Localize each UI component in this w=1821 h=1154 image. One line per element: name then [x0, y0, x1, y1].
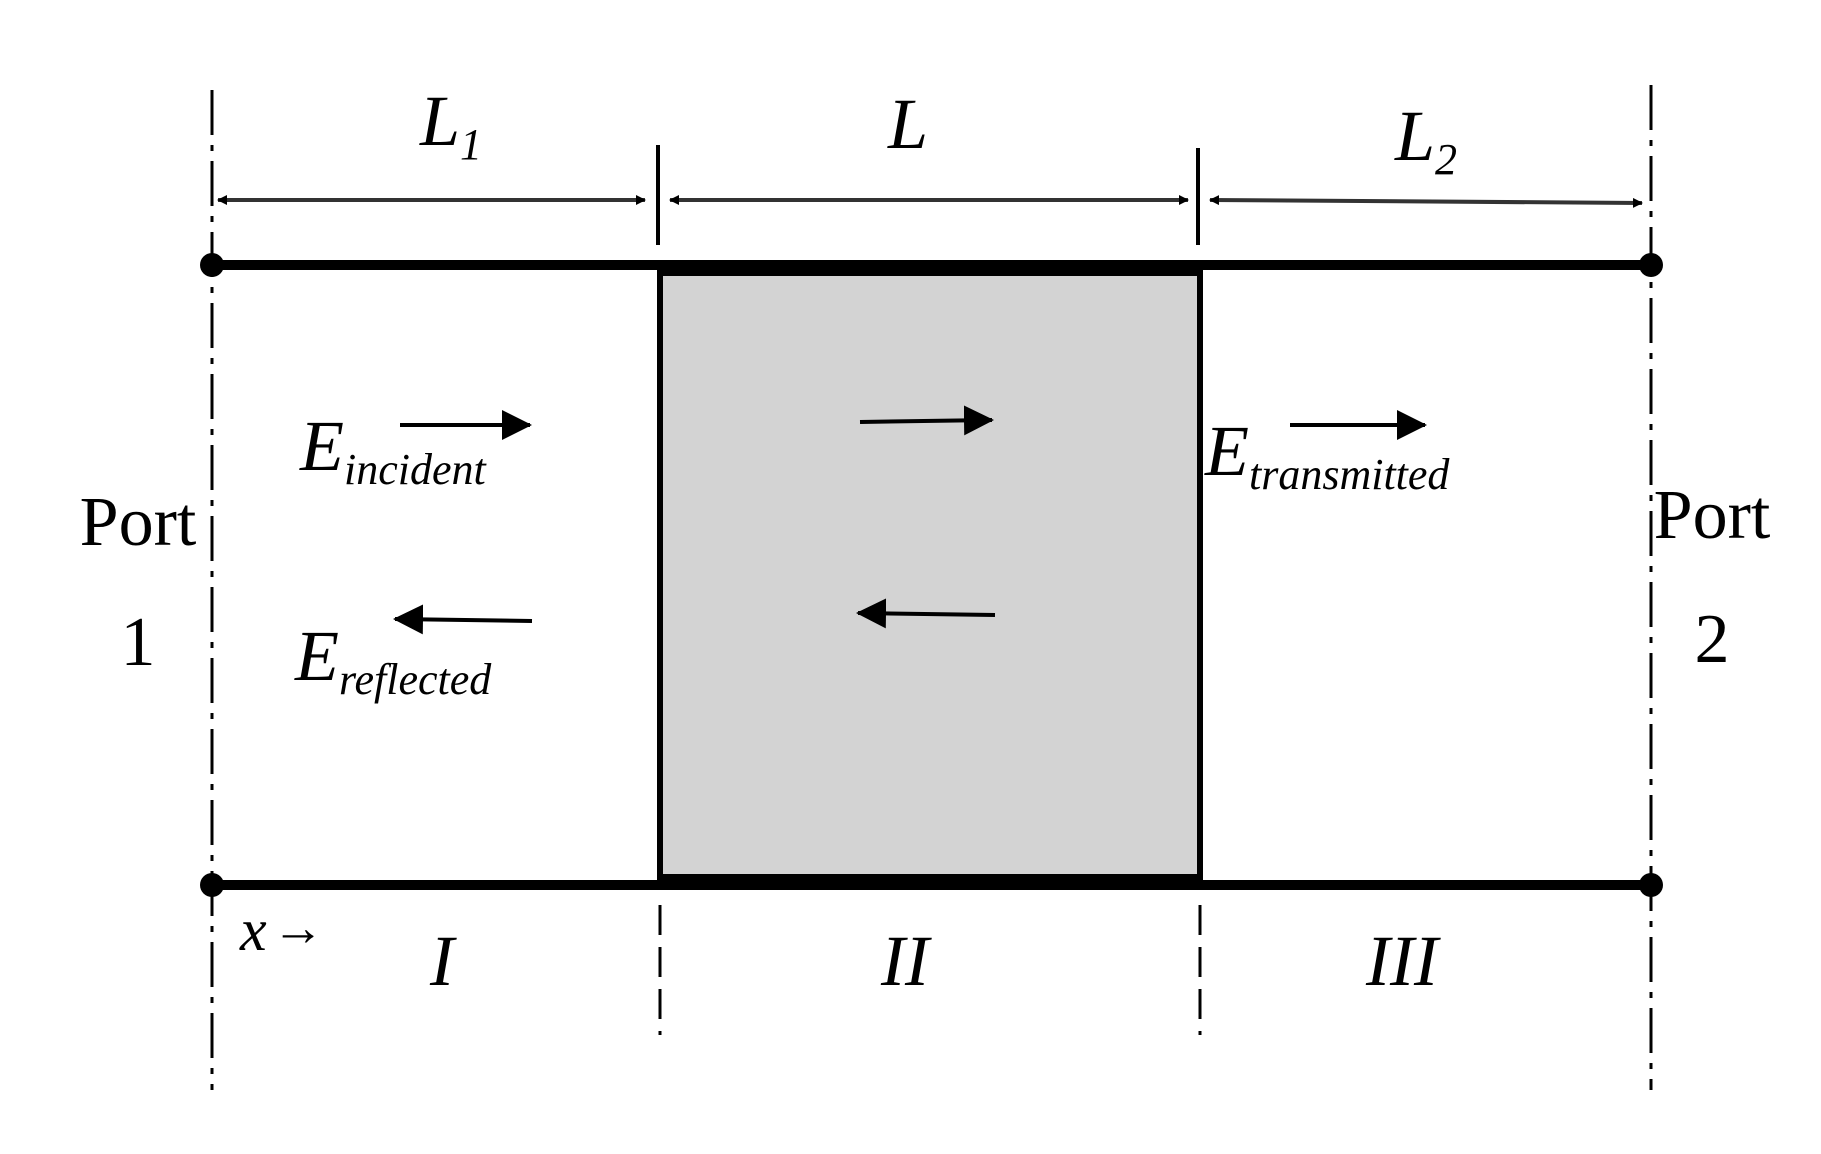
- region-iii-label: III: [1365, 921, 1441, 1001]
- port1-label: Port: [80, 484, 197, 561]
- x-axis-label: x: [239, 897, 267, 963]
- l2-dimension-arrow: [1209, 195, 1643, 208]
- forward-wave-arrow: [859, 405, 994, 436]
- sample-region: [657, 269, 1203, 881]
- transmitted-field-label: Etransmitted: [1204, 411, 1450, 499]
- l2-label: L2: [1394, 96, 1457, 184]
- reflected-field-label: Ereflected: [294, 616, 492, 704]
- region-i-label: I: [429, 921, 457, 1001]
- backward-wave-arrow: [856, 598, 996, 629]
- x-axis-arrow: →: [272, 900, 324, 957]
- incident-field-label: Eincident: [299, 406, 487, 494]
- region-ii-label: II: [880, 921, 932, 1001]
- port1-number: 1: [121, 604, 156, 681]
- port2-number: 2: [1695, 601, 1730, 678]
- reflected-arrow: [393, 604, 533, 635]
- l-label: L: [887, 84, 928, 164]
- port2-label: Port: [1654, 477, 1771, 554]
- l1-label: L1: [419, 81, 482, 169]
